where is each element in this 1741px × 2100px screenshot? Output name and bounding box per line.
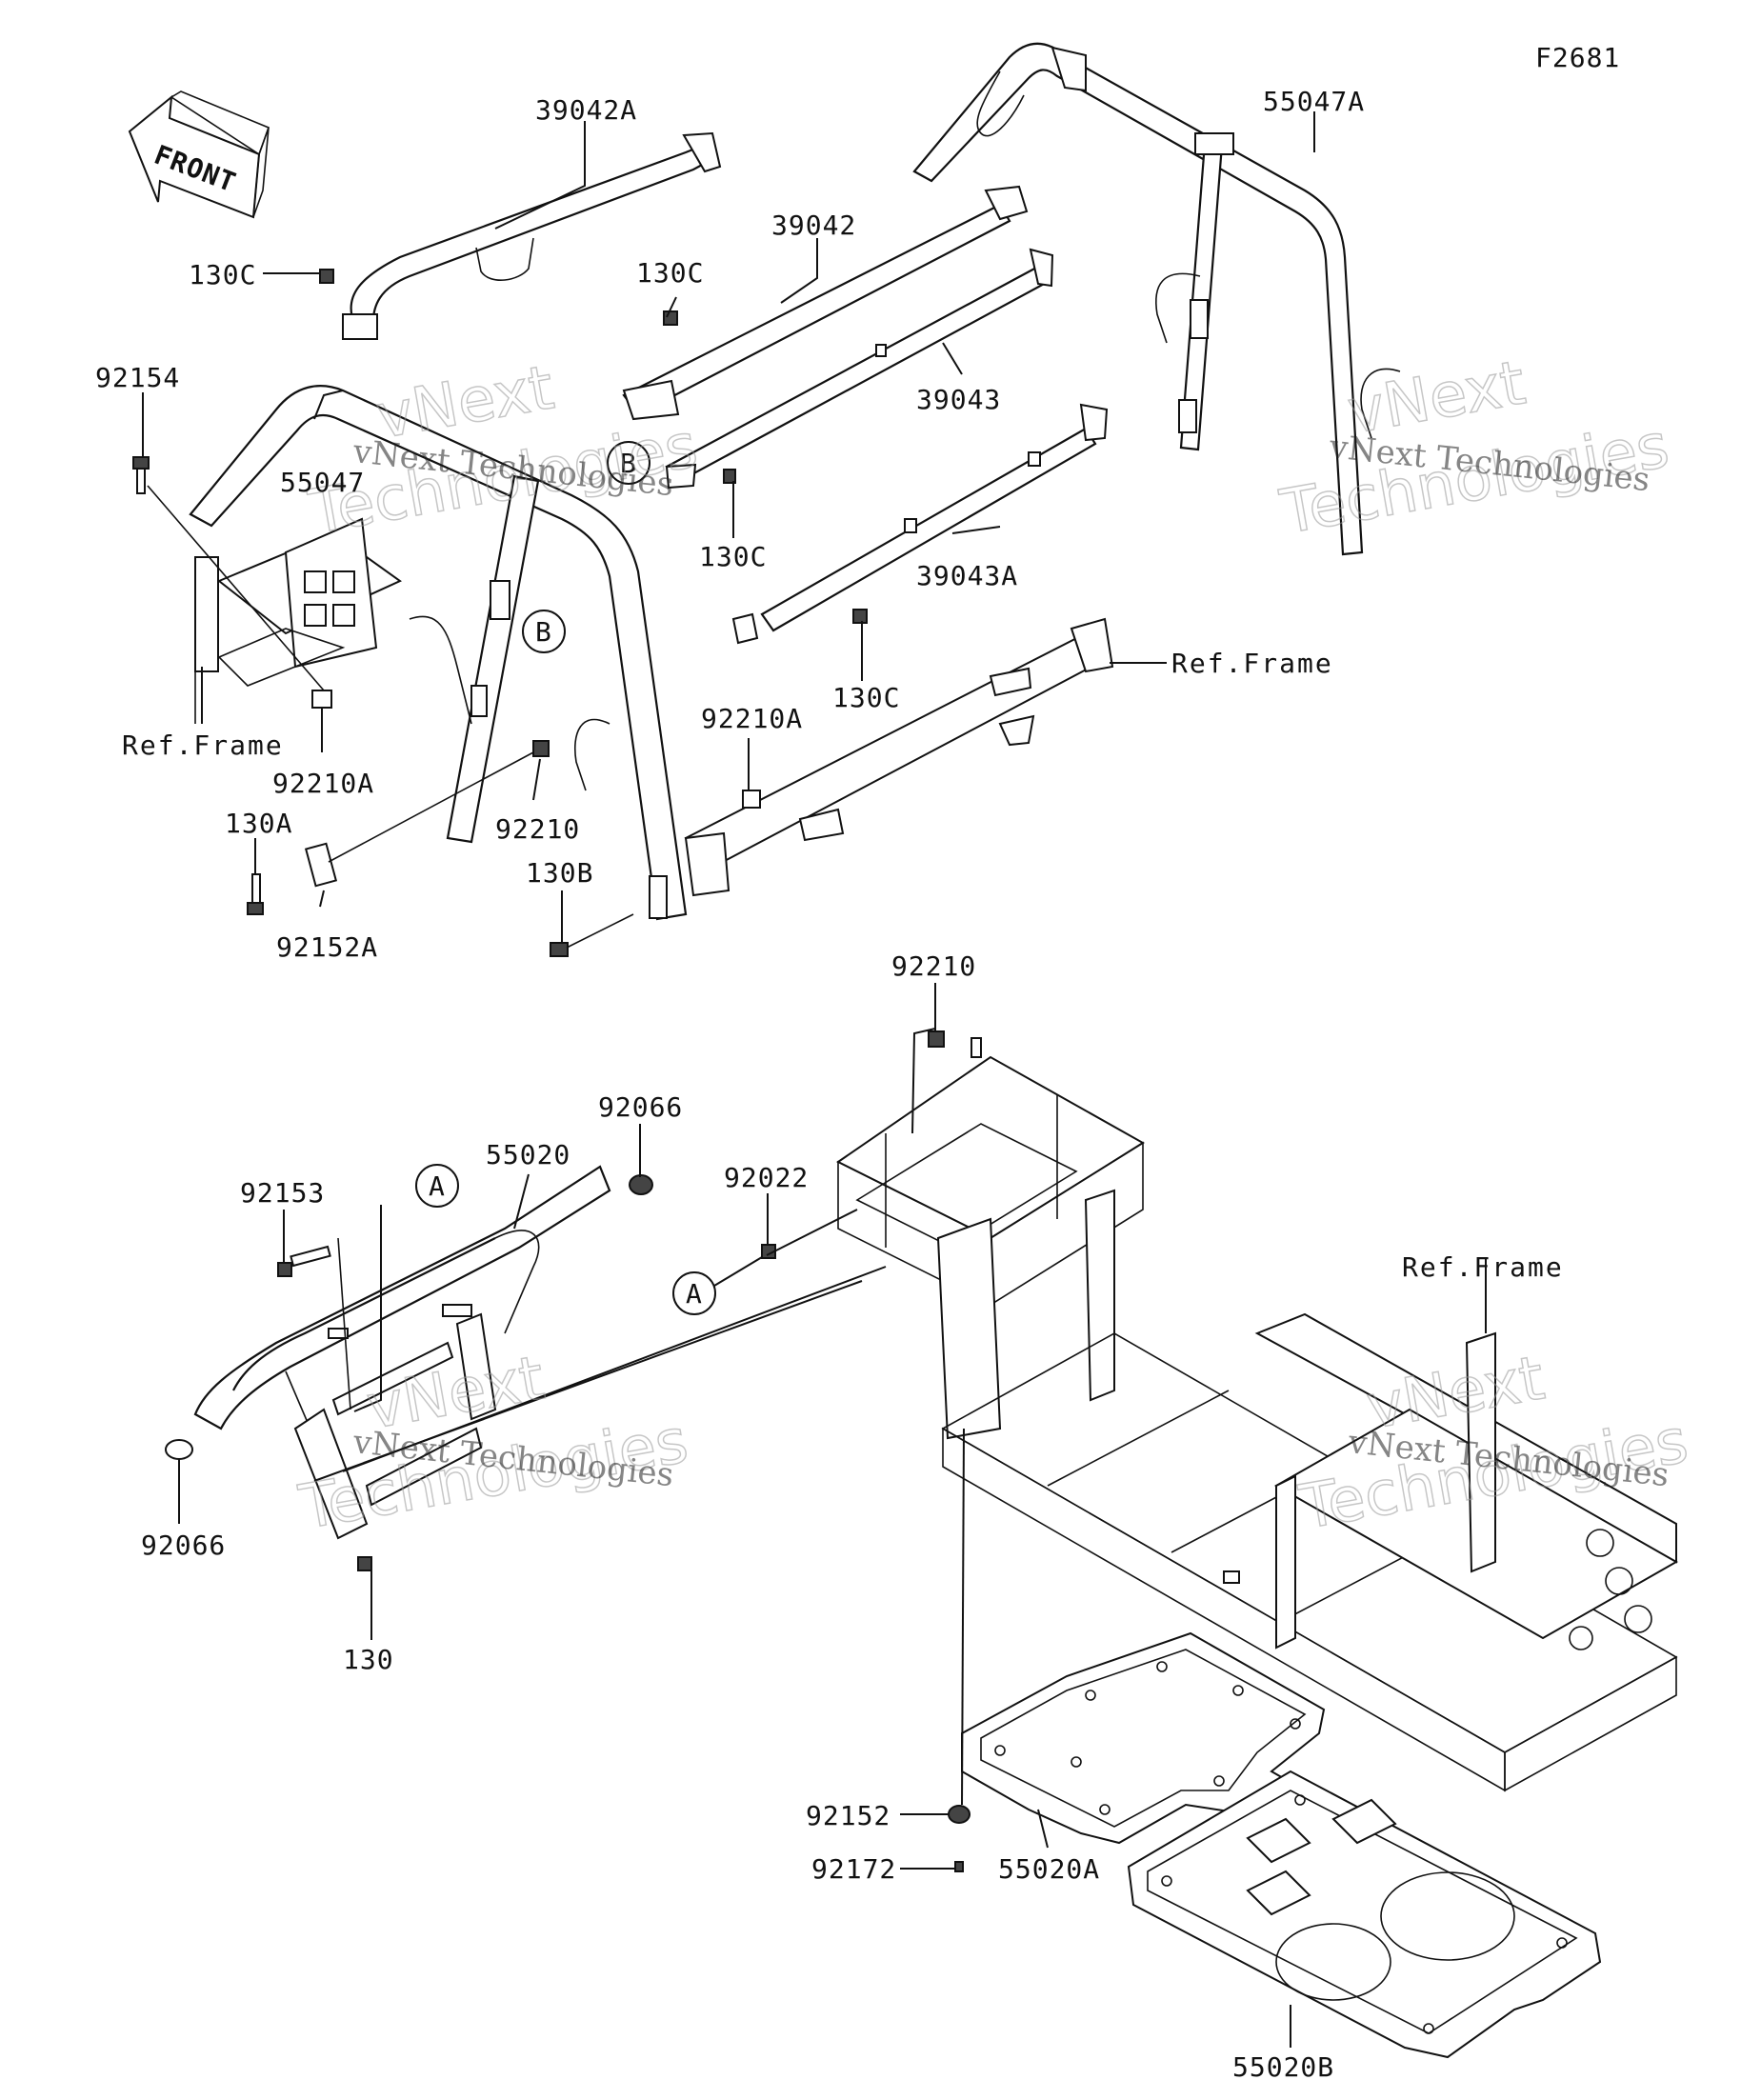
rear-frame-member <box>684 617 1114 897</box>
label-39043: 39043 <box>916 384 1001 415</box>
label-39042A: 39042A <box>535 94 637 126</box>
nut-92210A-right <box>742 790 761 809</box>
label-92066-2: 92066 <box>141 1530 226 1561</box>
watermark-top-left: vNext Technologies vNext Technologies <box>303 352 703 550</box>
label-55047: 55047 <box>280 467 365 498</box>
nut-130 <box>357 1556 372 1571</box>
label-55020A: 55020A <box>998 1853 1100 1885</box>
label-55047A: 55047A <box>1263 86 1365 117</box>
ref-frame-label-3: Ref.Frame <box>1402 1251 1564 1283</box>
fasteners-upper <box>247 269 868 957</box>
part-39043-bar <box>665 248 1054 490</box>
part-55020B-skidplate <box>1127 1770 1602 2059</box>
bolt-92153 <box>277 1237 351 1410</box>
nut-130C-1 <box>319 269 334 284</box>
label-130C-2: 130C <box>636 257 704 289</box>
nut-92210A-left <box>311 690 332 709</box>
screw-92172 <box>954 1861 964 1872</box>
label-39042: 39042 <box>771 210 856 241</box>
label-130C-4: 130C <box>832 682 900 713</box>
fasteners-lower <box>357 1030 971 1872</box>
label-130: 130 <box>343 1644 394 1675</box>
part-39042A-bar <box>342 131 722 340</box>
front-arrow-icon: FRONT <box>128 90 270 219</box>
label-55020B: 55020B <box>1232 2051 1334 2083</box>
part-55047-rollbar <box>189 385 688 921</box>
figure-code: F2681 <box>1535 42 1620 73</box>
part-55020-bumper <box>193 1165 611 1540</box>
bolt-92154 <box>132 456 325 691</box>
callout-B-2: B <box>607 441 650 485</box>
label-130A: 130A <box>225 808 292 839</box>
leader-lines-upper <box>142 111 1315 943</box>
nut-130C-4 <box>852 609 868 624</box>
callout-A-2: A <box>672 1271 716 1315</box>
label-92210A-2: 92210A <box>272 768 374 799</box>
label-92154: 92154 <box>95 362 180 393</box>
label-92172: 92172 <box>811 1853 896 1885</box>
callout-B-1: B <box>522 610 566 653</box>
label-92152: 92152 <box>806 1800 891 1831</box>
label-130B: 130B <box>526 857 593 889</box>
label-92152A: 92152A <box>276 931 378 963</box>
label-55020: 55020 <box>486 1139 570 1170</box>
bolt-130A <box>247 902 264 915</box>
cap-92066-left <box>165 1439 193 1460</box>
label-130C-3: 130C <box>699 541 767 572</box>
ref-frame-label-2: Ref.Frame <box>122 730 284 761</box>
nut-92210-upper <box>532 740 550 757</box>
nut-130C-3 <box>723 469 736 484</box>
part-39042-bar <box>622 185 1029 421</box>
svg-text:A: A <box>429 1170 446 1202</box>
main-chassis-frame <box>836 1037 1679 1792</box>
label-92210-1: 92210 <box>495 813 580 845</box>
label-92066-1: 92066 <box>598 1091 683 1123</box>
label-92210-2: 92210 <box>891 950 976 982</box>
cap-92066-right <box>629 1174 653 1195</box>
leader-lines-lower <box>178 983 1487 2048</box>
grommet-92152 <box>948 1805 971 1824</box>
part-39043A-bar <box>731 403 1109 645</box>
bolt-130B <box>550 942 569 957</box>
callout-A-1: A <box>415 1164 459 1208</box>
ref-frame-label-1: Ref.Frame <box>1171 648 1333 679</box>
label-130C-1: 130C <box>189 259 256 290</box>
nut-130C-2 <box>663 310 678 326</box>
part-55047A-rollbar <box>912 42 1401 556</box>
svg-text:B: B <box>620 448 637 479</box>
label-92210A-1: 92210A <box>701 703 803 734</box>
nut-92210-lower <box>928 1030 945 1048</box>
label-39043A: 39043A <box>916 560 1018 591</box>
svg-text:B: B <box>535 616 552 648</box>
watermark-bottom-left: vNext Technologies vNext Technologies <box>293 1343 693 1545</box>
label-92022: 92022 <box>724 1162 809 1193</box>
collar-92152A <box>304 842 338 888</box>
front-frame-bracket <box>194 517 402 724</box>
svg-text:A: A <box>686 1278 703 1310</box>
label-92153: 92153 <box>240 1177 325 1209</box>
